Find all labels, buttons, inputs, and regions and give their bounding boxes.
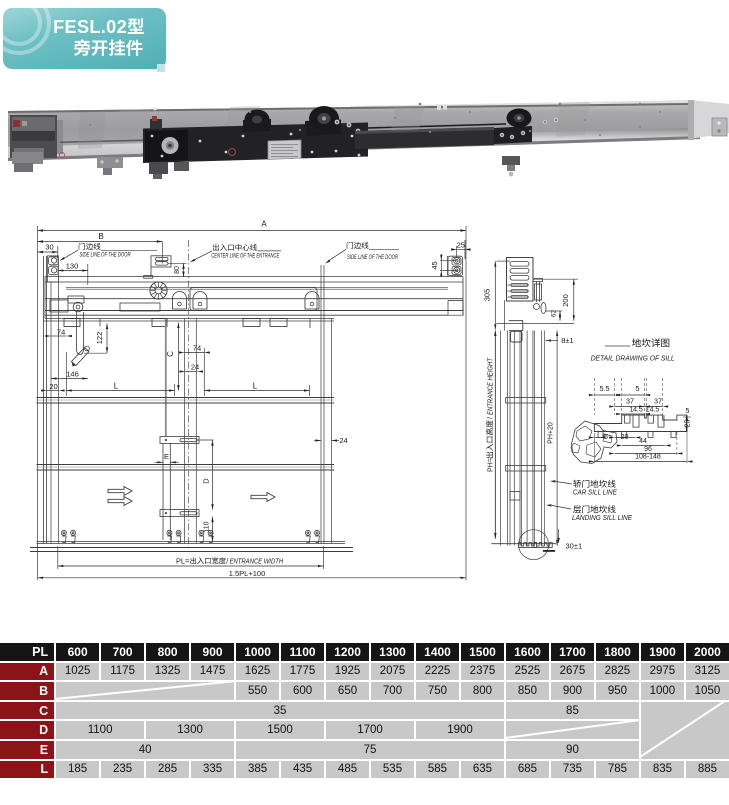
- svg-text:/: /: [488, 417, 495, 419]
- svg-text:ENTRANCE WIDTH: ENTRANCE WIDTH: [230, 556, 284, 565]
- svg-text:45: 45: [430, 261, 439, 269]
- svg-text:PH+20: PH+20: [548, 422, 555, 444]
- svg-text:122: 122: [95, 332, 104, 345]
- svg-text:5: 5: [636, 384, 640, 393]
- svg-text:110: 110: [204, 521, 211, 532]
- svg-text:ENTRANCE HEIGHT: ENTRANCE HEIGHT: [488, 357, 495, 415]
- svg-text:/: /: [226, 556, 228, 565]
- svg-text:200: 200: [561, 294, 570, 307]
- svg-text:SIDE LINE OF THE DOOR: SIDE LINE OF THE DOOR: [347, 254, 398, 261]
- svg-text:62: 62: [551, 310, 558, 318]
- svg-text:305: 305: [482, 289, 491, 302]
- svg-text:5: 5: [604, 434, 608, 441]
- svg-text:130: 130: [66, 262, 79, 271]
- svg-text:20: 20: [621, 434, 629, 441]
- svg-text:DETAIL DRAWING OF SILL: DETAIL DRAWING OF SILL: [591, 354, 675, 363]
- svg-text:96: 96: [644, 446, 652, 453]
- svg-text:25: 25: [457, 241, 465, 250]
- svg-text:74: 74: [193, 344, 201, 353]
- svg-text:37: 37: [626, 396, 634, 405]
- svg-text:30±1: 30±1: [566, 542, 583, 551]
- svg-text:74: 74: [57, 328, 65, 337]
- svg-text:25: 25: [685, 420, 692, 428]
- svg-text:E: E: [164, 452, 169, 461]
- svg-text:5: 5: [686, 408, 690, 415]
- svg-text:44: 44: [639, 438, 647, 445]
- svg-text:PH=: PH=: [488, 458, 495, 472]
- svg-text:SIDE LINE OF THE DOOR: SIDE LINE OF THE DOOR: [80, 252, 131, 259]
- svg-text:CENTER LINE OF THE ENTRANCE: CENTER LINE OF THE ENTRANCE: [211, 253, 279, 260]
- svg-text:8±1: 8±1: [561, 336, 573, 345]
- svg-text:24: 24: [191, 362, 199, 371]
- svg-text:24: 24: [339, 436, 347, 445]
- svg-text:PL=: PL=: [176, 556, 189, 565]
- svg-text:14.5: 14.5: [629, 406, 643, 413]
- svg-text:C: C: [166, 351, 175, 357]
- svg-text:108-148: 108-148: [635, 454, 661, 461]
- svg-text:A: A: [261, 220, 267, 229]
- svg-text:5.5: 5.5: [600, 384, 610, 393]
- svg-text:D: D: [202, 478, 211, 484]
- svg-text:L: L: [114, 382, 119, 391]
- svg-text:L: L: [253, 382, 258, 391]
- svg-text:37: 37: [654, 396, 662, 405]
- svg-text:80: 80: [174, 266, 181, 274]
- svg-text:B: B: [98, 232, 103, 241]
- svg-text:146: 146: [66, 369, 79, 378]
- svg-text:14.5: 14.5: [646, 406, 660, 413]
- svg-text:LANDING SILL LINE: LANDING SILL LINE: [572, 515, 632, 522]
- svg-text:30: 30: [45, 243, 53, 252]
- svg-text:1.5PL+100: 1.5PL+100: [229, 569, 266, 578]
- svg-text:CAR SILL LINE: CAR SILL LINE: [573, 490, 617, 497]
- svg-text:20: 20: [49, 382, 57, 391]
